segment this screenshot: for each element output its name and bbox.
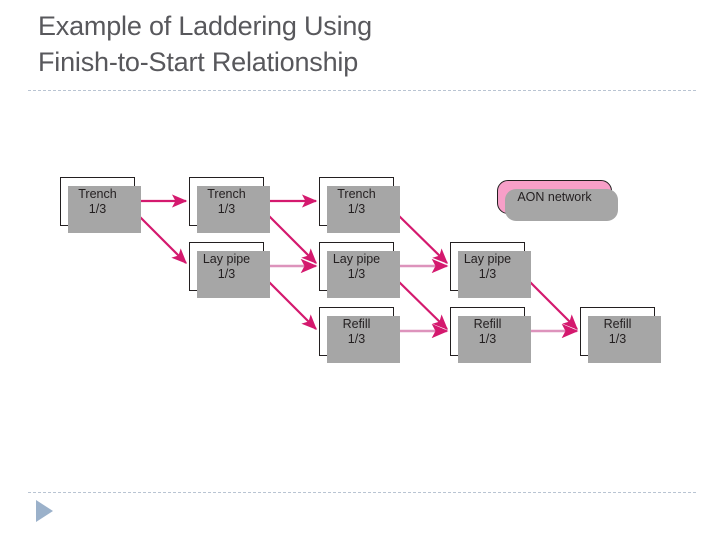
page-title: Example of Laddering Using Finish-to-Sta… [38, 8, 678, 80]
task-node-name: Refill [342, 316, 371, 331]
play-triangle-icon [36, 500, 53, 522]
page-title-line-1: Example of Laddering Using [38, 11, 373, 41]
task-node-duration: 1/3 [478, 331, 497, 346]
footer-divider [28, 492, 696, 493]
task-node-duration: 1/3 [347, 266, 366, 281]
task-node-duration: 1/3 [478, 266, 497, 281]
dependency-arrow [265, 278, 317, 330]
task-node-name: Refill [603, 316, 632, 331]
task-node-name: Trench [78, 186, 117, 201]
page-title-line-2: Finish-to-Start Relationship [38, 47, 359, 77]
task-node-duration: 1/3 [88, 201, 107, 216]
task-node-name: Lay pipe [332, 251, 381, 266]
aon-network-callout-label: AON network [517, 190, 592, 204]
dependency-arrow [395, 212, 448, 264]
task-node-name: Lay pipe [202, 251, 251, 266]
task-node-duration: 1/3 [217, 201, 236, 216]
task-node-name: Refill [473, 316, 502, 331]
task-node-duration: 1/3 [217, 266, 236, 281]
task-node-name: Trench [207, 186, 246, 201]
aon-network-callout: AON network [497, 180, 618, 221]
dependency-arrow [395, 278, 448, 330]
task-node-name: Lay pipe [463, 251, 512, 266]
task-node-duration: 1/3 [347, 201, 366, 216]
dependency-arrow [526, 278, 578, 330]
header-divider [28, 90, 696, 91]
dependency-arrow [265, 212, 317, 264]
task-node-duration: 1/3 [608, 331, 627, 346]
task-node-name: Trench [337, 186, 376, 201]
task-node-duration: 1/3 [347, 331, 366, 346]
dependency-arrow [135, 212, 187, 264]
